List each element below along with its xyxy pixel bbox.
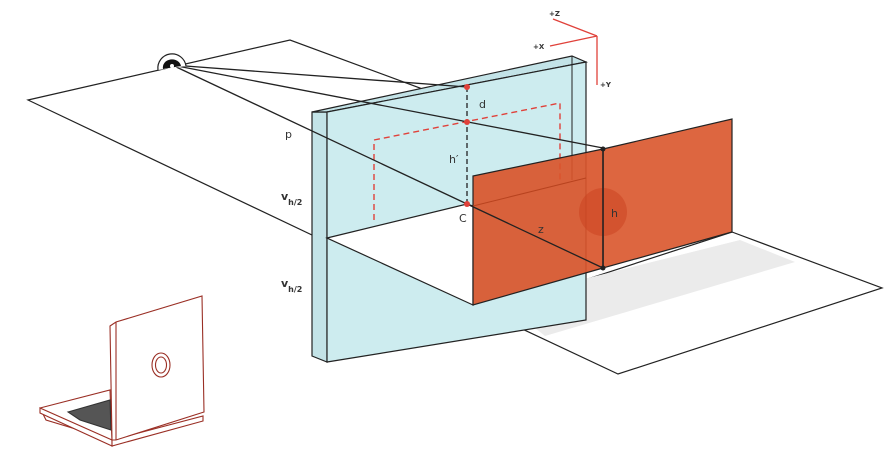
label-h-prime: h′ <box>449 153 459 166</box>
point-mid <box>464 119 470 125</box>
glass-panel-side <box>311 111 328 363</box>
label-v-lower: vh/2 <box>281 277 302 294</box>
label-z: z <box>538 223 544 236</box>
point-c <box>464 201 470 207</box>
label-c: C <box>459 212 467 225</box>
axis-x-label: +X <box>533 43 545 51</box>
axis-z-label: +Z <box>549 10 560 18</box>
axis-y-label: +Y <box>600 81 612 89</box>
eye-icon <box>157 53 187 71</box>
laptop-icon <box>39 295 205 447</box>
label-v-upper: vh/2 <box>281 190 302 207</box>
label-d: d <box>479 98 486 111</box>
point-top <box>464 84 470 90</box>
axes-gizmo <box>549 18 598 85</box>
label-p: p <box>285 128 292 141</box>
label-h: h <box>611 207 618 220</box>
